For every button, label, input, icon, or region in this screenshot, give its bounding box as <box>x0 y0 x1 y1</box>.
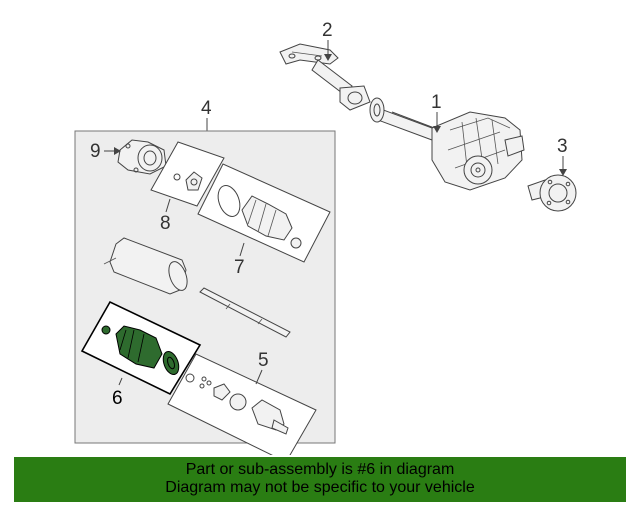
axle-housing-part[interactable] <box>369 97 525 191</box>
callout-9: 9 <box>90 141 101 162</box>
callout-7: 7 <box>234 257 245 278</box>
tripod-kit-part[interactable] <box>150 141 225 207</box>
callout-9-group: 9 <box>90 141 121 162</box>
callout-1-group: 1 <box>431 92 442 133</box>
highlighted-boot-kit-part[interactable] <box>80 300 202 396</box>
callout-8: 8 <box>160 213 171 234</box>
bracket-tube-part[interactable] <box>279 43 371 111</box>
callout-7-group: 7 <box>234 242 245 278</box>
shield-part[interactable] <box>103 237 191 295</box>
cv-housing-part[interactable] <box>117 139 167 175</box>
banner-line-1: Part or sub-assembly is #6 in diagram <box>185 461 455 478</box>
callout-2: 2 <box>322 20 333 41</box>
parts-diagram: 1 2 3 4 <box>74 20 577 455</box>
banner-line-2: Diagram may not be specific to your vehi… <box>165 479 475 496</box>
callout-4-group: 4 <box>201 98 212 131</box>
boot-kit-part[interactable] <box>197 163 331 263</box>
shaft-part[interactable] <box>199 287 291 338</box>
callout-8-group: 8 <box>160 198 171 234</box>
callout-6-group: 6 <box>112 377 123 409</box>
callout-2-group: 2 <box>322 20 333 61</box>
callout-6: 6 <box>112 388 123 409</box>
part-info-banner: Part or sub-assembly is #6 in diagram Di… <box>14 457 626 502</box>
callout-3-group: 3 <box>557 136 568 176</box>
callout-4: 4 <box>201 98 212 119</box>
inner-joint-kit-part[interactable] <box>167 353 317 455</box>
callout-1: 1 <box>431 92 442 113</box>
hub-flange-part[interactable] <box>527 174 577 212</box>
callout-5-group: 5 <box>255 350 269 385</box>
callout-5: 5 <box>258 350 269 371</box>
callout-3: 3 <box>557 136 568 157</box>
